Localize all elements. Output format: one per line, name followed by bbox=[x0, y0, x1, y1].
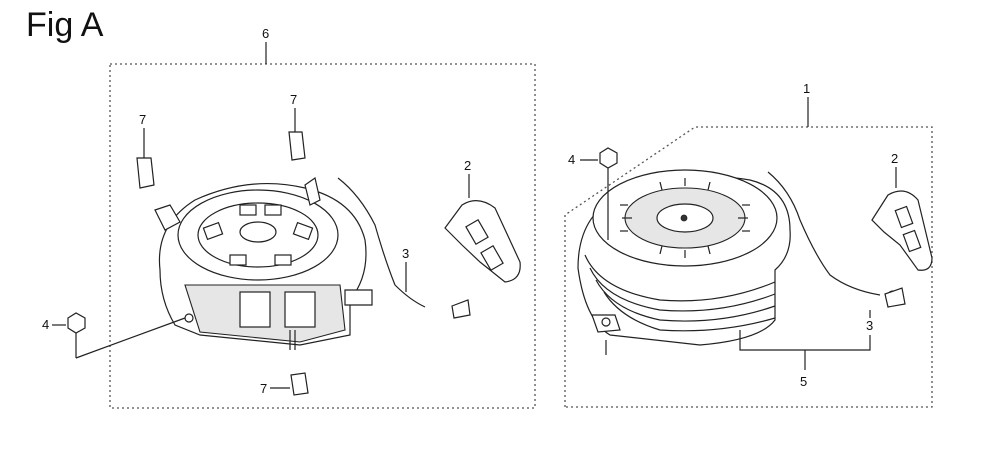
callout-left-clip-upper-right: 7 bbox=[290, 92, 297, 107]
callout-left-assembly: 6 bbox=[262, 26, 269, 41]
figure-title: Fig A bbox=[26, 6, 104, 44]
right-reel-group-bracket: 5 bbox=[739, 330, 871, 389]
callout-right-assembly: 1 bbox=[803, 81, 810, 96]
left-clip-bottom: 7 bbox=[260, 372, 309, 396]
callout-right-nut: 4 bbox=[568, 152, 575, 167]
left-starter-handle: 2 bbox=[444, 158, 521, 283]
callout-left-nut: 4 bbox=[42, 317, 49, 332]
right-flange-nut: 4 bbox=[568, 147, 618, 240]
right-starter-rope: 3 bbox=[767, 171, 906, 333]
left-starter-rope: 3 bbox=[337, 177, 471, 319]
right-recoil-starter bbox=[577, 169, 791, 355]
callout-left-clip-upper-left: 7 bbox=[139, 112, 146, 127]
left-clip-upper-left: 7 bbox=[136, 112, 155, 189]
right-starter-handle: 2 bbox=[871, 151, 933, 271]
callout-left-clip-bottom: 7 bbox=[260, 381, 267, 396]
left-assembly-frame bbox=[109, 63, 536, 409]
callout-right-rope: 3 bbox=[866, 318, 873, 333]
callout-left-handle: 2 bbox=[464, 158, 471, 173]
callout-right-reel-group: 5 bbox=[800, 374, 807, 389]
callout-right-handle: 2 bbox=[891, 151, 898, 166]
right-assembly-frame bbox=[564, 126, 933, 408]
right-assembly-panel: 1 bbox=[564, 81, 933, 408]
left-flange-nut: 4 bbox=[42, 312, 186, 359]
left-assembly-panel: 6 7 bbox=[42, 26, 536, 409]
left-clip-upper-right: 7 bbox=[288, 92, 306, 161]
callout-left-rope: 3 bbox=[402, 246, 409, 261]
left-recoil-starter-housing bbox=[154, 176, 373, 350]
